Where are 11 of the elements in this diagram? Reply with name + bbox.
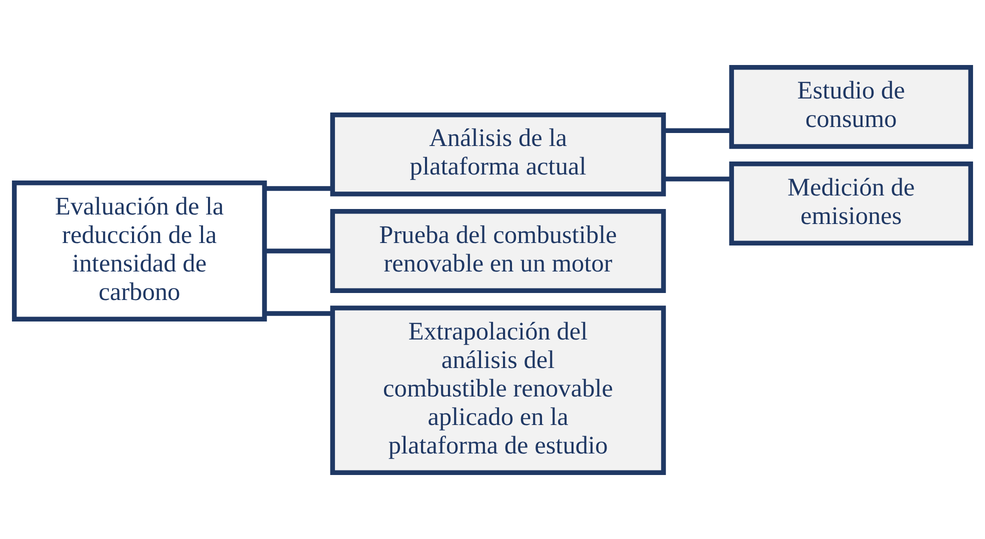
node-box: Medición de emisiones: [729, 161, 974, 245]
node-box: Estudio de consumo: [729, 64, 974, 148]
connector: [264, 186, 332, 190]
connector: [664, 128, 732, 133]
node-box: Evaluación de la reducción de la intensidad de carbono: [12, 180, 267, 321]
node-box: Extrapolación del análisis del combustible renovable aplicado en la plataforma de estudio: [330, 305, 666, 475]
node-box: Análisis de la plataforma actual: [330, 112, 666, 196]
connector: [664, 176, 732, 181]
connector: [264, 310, 332, 316]
connector: [264, 248, 332, 253]
node-box: Prueba del combustible renovable en un motor: [330, 208, 666, 292]
